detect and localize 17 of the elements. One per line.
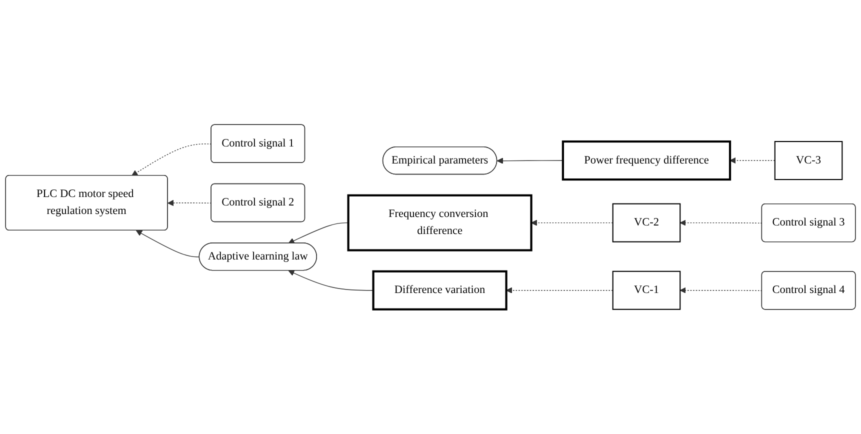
node-box: Difference variation: [372, 270, 508, 310]
node-box: VC-3: [774, 141, 843, 180]
arrow: [168, 200, 212, 206]
arrow: [506, 287, 614, 294]
node-box: Power frequency difference: [562, 140, 732, 181]
arrow: [496, 158, 564, 164]
arrow: [132, 144, 212, 176]
node-box: VC-1: [612, 270, 681, 310]
arrow: [531, 220, 614, 226]
arrow: [730, 157, 776, 164]
node-box: Frequency conversion difference: [347, 194, 532, 252]
node-box: VC-2: [612, 203, 681, 242]
arrow: [680, 220, 762, 226]
arrow: [288, 222, 349, 244]
arrow: [680, 287, 762, 294]
arrow: [288, 270, 374, 291]
arrow: [136, 230, 200, 258]
